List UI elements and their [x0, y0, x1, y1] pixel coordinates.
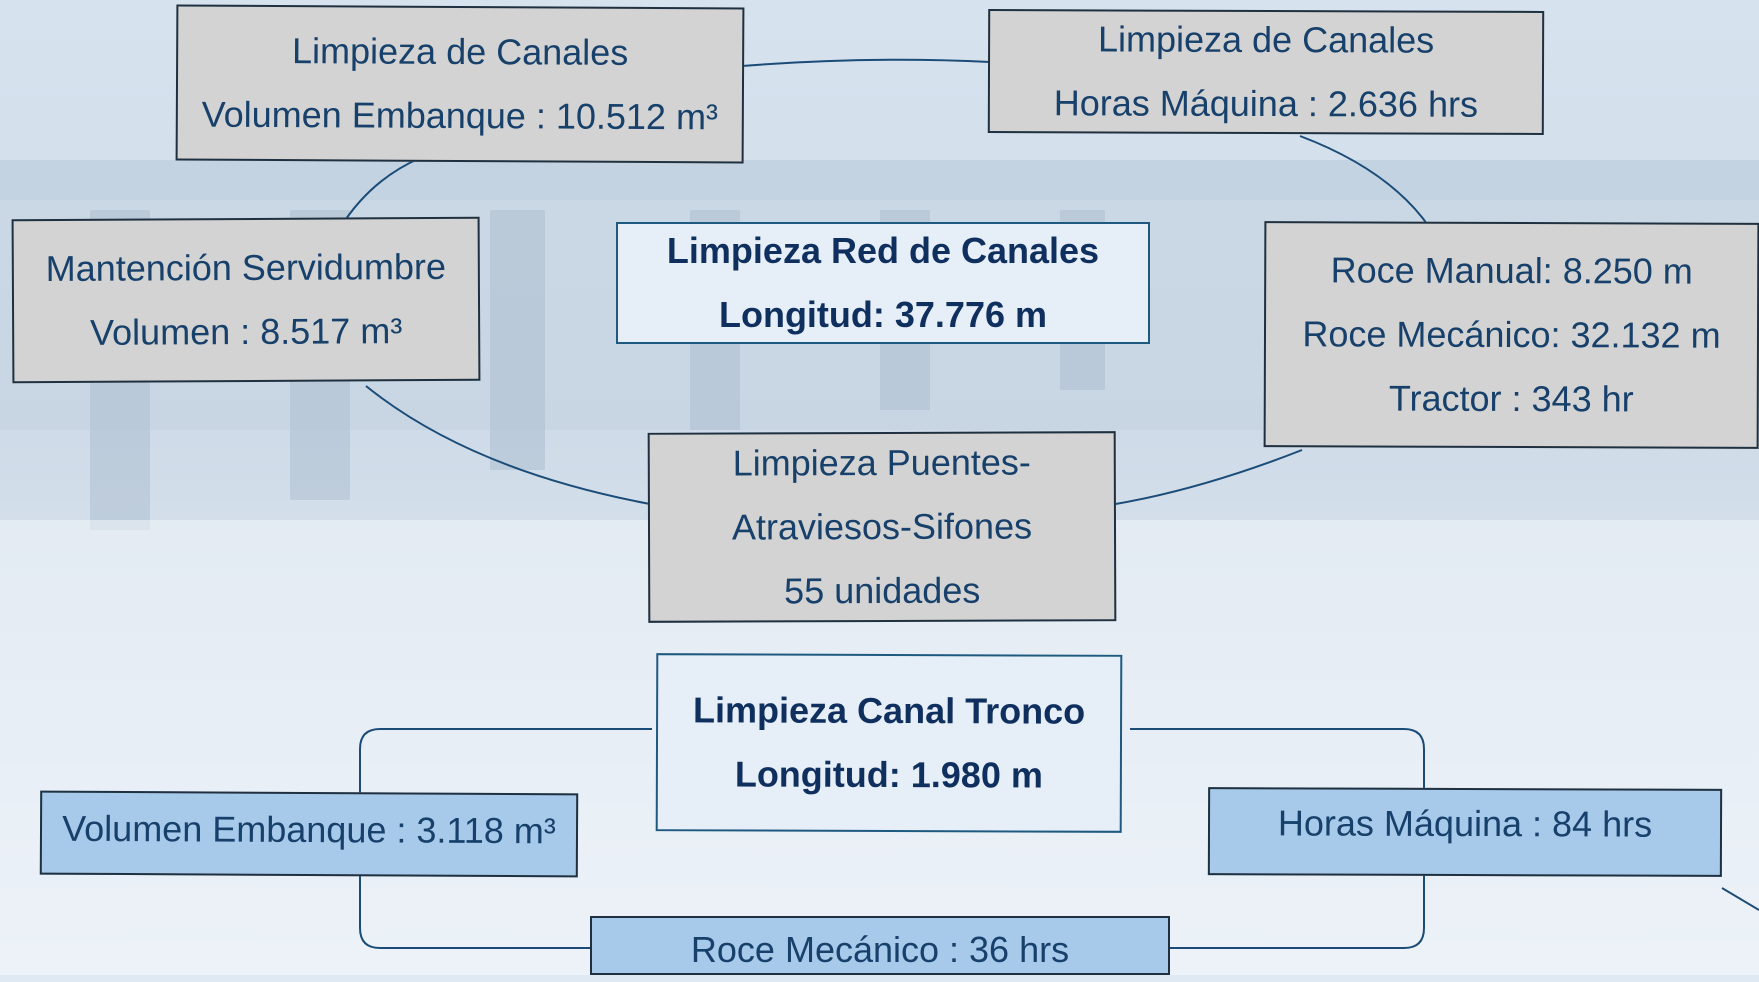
roce-mecanico: Roce Mecánico: 32.132 m [1302, 313, 1721, 356]
node-value: Volumen Embanque : 10.512 m³ [201, 93, 719, 138]
node-servidumbre: Mantención Servidumbre Volumen : 8.517 m… [11, 216, 481, 384]
node-value: Longitud: 37.776 m [718, 294, 1048, 335]
connector-canales-right [1299, 135, 1431, 229]
node-value: Horas Máquina : 84 hrs [1277, 802, 1653, 845]
node-tronco-roce: Roce Mecánico : 36 hrs [590, 916, 1170, 975]
node-roce: Roce Manual: 8.250 m Roce Mecánico: 32.1… [1263, 221, 1759, 449]
puentes-line-2: Atraviesos-Sifones [731, 505, 1033, 548]
connector-roce-puentes [1109, 449, 1303, 506]
node-value: Volumen Embanque : 3.118 m³ [62, 807, 556, 852]
connector-canales-top [741, 58, 991, 67]
node-canales-volumen: Limpieza de Canales Volumen Embanque : 1… [175, 4, 745, 164]
connector-edge-right [1721, 887, 1759, 911]
roce-tractor: Tractor : 343 hr [1388, 377, 1634, 420]
connector-servidumbre-puentes [365, 385, 651, 505]
node-title: Limpieza Red de Canales [666, 230, 1100, 271]
node-value: Longitud: 1.980 m [734, 753, 1043, 796]
node-value: Roce Mecánico : 36 hrs [690, 929, 1070, 970]
node-title: Limpieza de Canales [291, 30, 629, 73]
connector-tronco-left [359, 728, 652, 800]
node-title: Limpieza de Canales [1097, 18, 1435, 61]
node-value: Volumen : 8.517 m³ [89, 310, 403, 353]
puentes-count: 55 unidades [784, 569, 981, 612]
puentes-line-1: Limpieza Puentes- [732, 441, 1031, 484]
node-red-canales: Limpieza Red de Canales Longitud: 37.776… [616, 222, 1150, 344]
node-value: Horas Máquina : 2.636 hrs [1053, 82, 1479, 125]
node-tronco-volumen: Volumen Embanque : 3.118 m³ [39, 790, 579, 878]
node-title: Mantención Servidumbre [45, 245, 447, 290]
connector-bottom-left [359, 875, 592, 949]
node-canal-tronco: Limpieza Canal Tronco Longitud: 1.980 m [655, 653, 1123, 833]
connector-bottom-right [1170, 875, 1425, 949]
node-canales-horas: Limpieza de Canales Horas Máquina : 2.63… [987, 9, 1545, 135]
node-title: Limpieza Canal Tronco [692, 689, 1086, 732]
node-tronco-horas: Horas Máquina : 84 hrs [1207, 787, 1723, 877]
node-puentes: Limpieza Puentes- Atraviesos-Sifones 55 … [647, 431, 1117, 623]
connector-tronco-right [1130, 728, 1425, 790]
roce-manual: Roce Manual: 8.250 m [1330, 249, 1693, 292]
